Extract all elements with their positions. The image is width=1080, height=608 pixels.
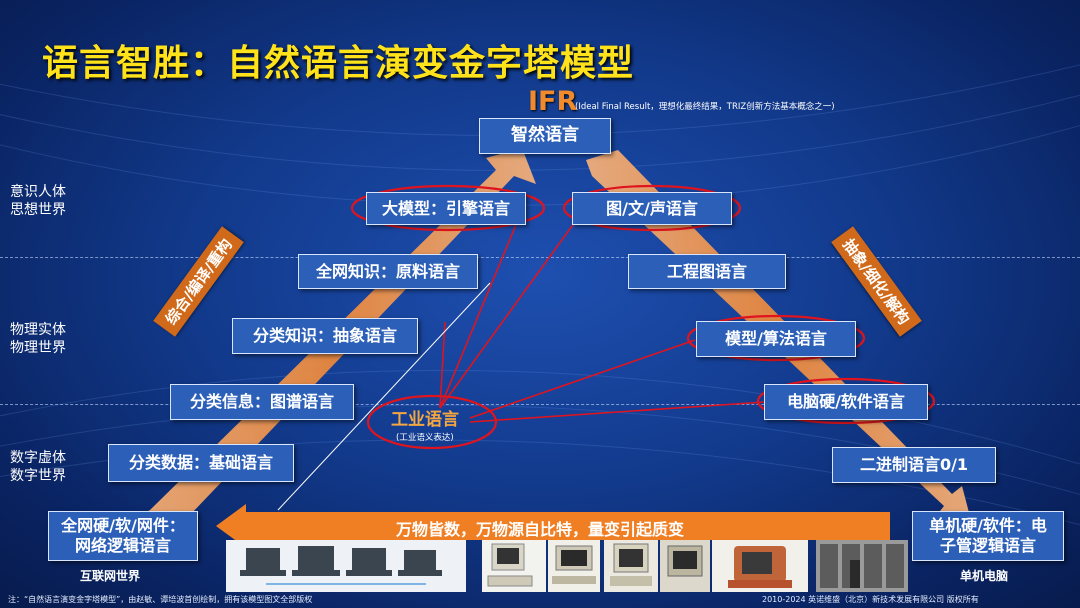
pc-photo-3: [604, 540, 658, 592]
left-box-class-info: 分类信息：图谱语言: [170, 384, 354, 420]
pointer-line: [277, 282, 491, 511]
layer-label-line: 物理世界: [10, 340, 66, 357]
slide-title: 语言智胜：自然语言演变金字塔模型: [42, 43, 635, 84]
bottom-left-box: 全网硬/软/网件：网络逻辑语言: [48, 511, 198, 561]
layer-label-line: 思想世界: [10, 202, 66, 219]
bottom-banner-text: 万物皆数，万物源自比特，量变引起质变: [396, 520, 685, 539]
highlight-ellipses: [350, 184, 936, 450]
industrial-language: 工业语言: [391, 410, 459, 430]
layer-divider-lower: [0, 404, 1080, 405]
bottom-right-box-text: 单机硬/软件：电子管逻辑语言: [929, 516, 1047, 555]
layer-divider-upper: [0, 257, 1080, 258]
standalone-pc-label: 单机电脑: [960, 569, 1009, 583]
footnote-copyright-left: 注：“自然语言演变金字塔模型”，由赵敏、谭培波首创绘制，拥有该模型图文全部版权: [8, 595, 313, 604]
layer-label-physical: 物理实体 物理世界: [10, 321, 66, 357]
layer-label-line: 意识人体: [10, 184, 66, 200]
pc-photo-2: [548, 540, 600, 592]
layer-label-line: 数字虚体: [10, 450, 66, 466]
red-connectors: [439, 214, 766, 423]
bottom-left-box-text: 全网硬/软/网件：网络逻辑语言: [61, 516, 185, 555]
layer-label-line: 数字世界: [10, 468, 66, 485]
eniac-photo: [816, 540, 908, 592]
layer-label-line: 物理实体: [10, 322, 66, 338]
terminal-photo: [712, 540, 808, 592]
ifr-label: IFR: [528, 86, 578, 117]
pc-photo-4: [660, 540, 710, 592]
right-box-engineering-drawing: 工程图语言: [628, 254, 786, 289]
left-box-class-knowledge: 分类知识：抽象语言: [232, 318, 418, 354]
right-box-binary: 二进制语言0/1: [832, 447, 996, 483]
ifr-note: (Ideal Final Result，理想化最终结果，TRIZ创新方法基本概念…: [575, 102, 835, 112]
left-box-large-model: 大模型：引擎语言: [366, 192, 526, 225]
footnote-copyright-right: 2010-2024 英诺维盛（北京）新技术发展有限公司 版权所有: [762, 595, 979, 604]
right-box-model-algorithm: 模型/算法语言: [696, 321, 856, 357]
layer-label-digital: 数字虚体 数字世界: [10, 449, 66, 485]
pc-photo-1: [482, 540, 546, 592]
left-box-class-data: 分类数据：基础语言: [108, 444, 294, 482]
laptops-photo: [226, 540, 466, 592]
bottom-right-box: 单机硬/软件：电子管逻辑语言: [912, 511, 1064, 561]
layer-label-mind: 意识人体 思想世界: [10, 183, 66, 219]
left-box-web-knowledge: 全网知识：原料语言: [298, 254, 478, 289]
internet-world-label: 互联网世界: [80, 569, 141, 583]
industrial-language-note: (工业语义表达): [396, 433, 454, 443]
right-box-computer-hw-sw: 电脑硬/软件语言: [764, 384, 928, 420]
right-box-image-text-voice: 图/文/声语言: [572, 192, 732, 225]
apex-box: 智然语言: [479, 118, 611, 154]
bottom-arrow-banner: [216, 504, 890, 548]
